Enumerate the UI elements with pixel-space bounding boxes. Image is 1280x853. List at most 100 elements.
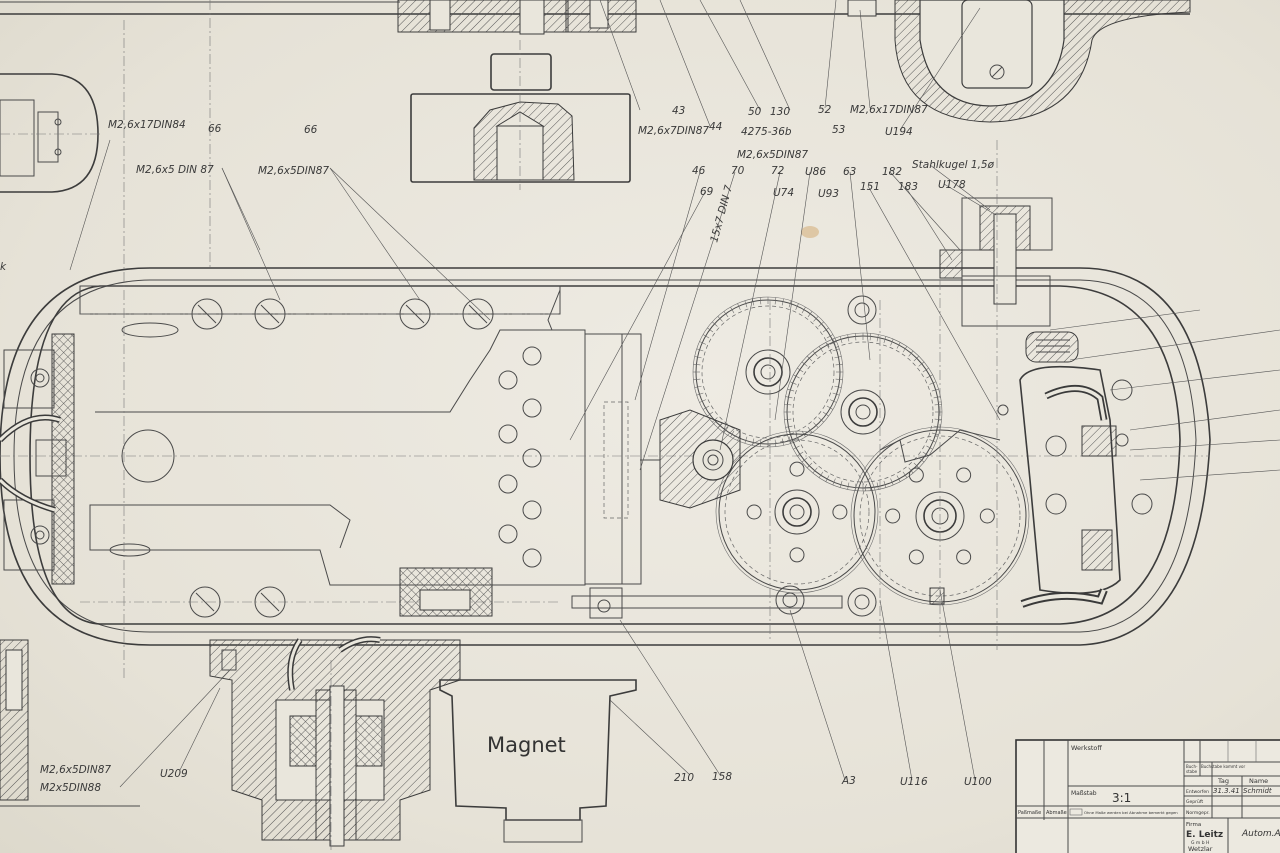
leader-line	[859, 9, 871, 109]
tb-buchstabe-kommt-vor: Buchstabe kommt vor	[1201, 764, 1245, 769]
leader-line	[789, 609, 846, 781]
part-label: 4275-36b	[741, 126, 792, 138]
paper-stain	[801, 226, 819, 238]
leader-line	[879, 599, 913, 781]
left-housing	[0, 73, 100, 193]
gear	[783, 332, 943, 492]
screw-hole	[254, 586, 286, 618]
leader-line	[939, 589, 976, 781]
screw-hole	[399, 298, 431, 330]
part-label: 53	[832, 124, 845, 136]
part-label: 210	[674, 772, 694, 784]
tb-buchstabe: Buch-	[1186, 764, 1198, 769]
screw-hole	[191, 298, 223, 330]
gear	[692, 296, 844, 448]
part-label: 151	[860, 181, 880, 193]
tb-firma: Firma	[1186, 822, 1201, 828]
part-label: Stahlkugel 1,5ø	[912, 159, 995, 171]
part-label: 43	[672, 105, 685, 117]
hole-column	[498, 346, 542, 568]
pawl	[879, 429, 1001, 463]
leader-line	[659, 0, 711, 127]
leader-line	[221, 167, 261, 251]
part-label: 46	[692, 165, 706, 177]
part-label: 50	[748, 106, 762, 118]
tb-abmasse: Abmaße	[1046, 810, 1067, 816]
tb-massstab: 3:1	[1112, 791, 1131, 805]
main-body	[0, 267, 1211, 646]
leader-line	[1129, 409, 1280, 431]
leader-line	[599, 0, 641, 111]
leader-line	[329, 167, 491, 321]
leader-line	[221, 167, 281, 301]
part-label: A3	[841, 775, 856, 787]
leader-line	[739, 0, 791, 111]
part-label: U74	[773, 187, 794, 199]
magnet-label: Magnet	[487, 733, 566, 757]
tb-normgepr: Normgepr.	[1186, 810, 1210, 816]
part-label: M2,6x5DIN87	[258, 165, 329, 177]
hole	[522, 548, 542, 568]
part-label: 63	[843, 166, 856, 178]
part-label: M2,6x17DIN87	[850, 104, 928, 116]
gear	[715, 430, 879, 594]
leader-line	[719, 171, 781, 451]
part-label: 158	[712, 771, 732, 783]
leader-line	[889, 171, 961, 251]
tb-name: Name	[1249, 777, 1268, 785]
part-label: 66	[208, 123, 222, 135]
part-label: M2,6x5DIN87	[40, 764, 111, 776]
leader-line	[849, 171, 871, 361]
tb-tag: Tag	[1217, 777, 1229, 785]
screw-holes	[189, 298, 494, 618]
leader-line	[904, 185, 953, 261]
upper-part	[410, 53, 631, 183]
hole	[498, 370, 518, 390]
tb-werkstoff: Werkstoff	[1071, 744, 1102, 752]
tb-name-written: Schmidt	[1243, 787, 1272, 795]
leader-line	[929, 164, 991, 211]
screw-hole	[189, 586, 221, 618]
leader-line	[1109, 369, 1280, 391]
left-end-cap	[0, 333, 75, 585]
tb-gmbh: G m b H	[1191, 840, 1209, 846]
leader-line	[609, 699, 691, 776]
hole	[498, 474, 518, 494]
leader-line	[569, 191, 706, 441]
part-label: M2,6x7DIN87	[638, 125, 709, 137]
leader-line	[774, 171, 811, 421]
leader-line	[1129, 439, 1280, 451]
bottom-housing	[0, 636, 637, 847]
hole	[522, 500, 542, 520]
leader-line	[179, 687, 221, 771]
leader-line	[69, 139, 111, 271]
part-label: M2x5DIN88	[40, 782, 101, 794]
tb-city: Wetzlar	[1188, 845, 1213, 853]
part-label: 130	[770, 106, 790, 118]
linkage-bar	[571, 585, 945, 619]
part-label: U209	[160, 768, 188, 780]
part-label: M2,6x17DIN84	[108, 119, 186, 131]
leader-line	[699, 0, 761, 111]
idler	[847, 295, 877, 325]
part-label: U93	[818, 188, 839, 200]
part-label: 69	[700, 186, 714, 198]
part-label: U100	[964, 776, 992, 788]
leader-line	[119, 669, 231, 788]
gear-train	[692, 295, 1030, 606]
leader-line	[329, 167, 421, 301]
tb-ohne-masse: Ohne Maße werden bei Abnahme bemerkt geg…	[1084, 810, 1178, 815]
title-block: Werkstoff Buch- stabe Buchstabe kommt vo…	[1015, 739, 1280, 853]
tb-passmasse: Paßmaße	[1018, 810, 1041, 816]
screw-hole	[462, 298, 494, 330]
part-label: U178	[938, 179, 966, 191]
part-label: 66	[304, 124, 318, 136]
leader-line	[1139, 469, 1280, 481]
part-label: M2,6x5DIN87	[737, 149, 808, 161]
part-label: U116	[900, 776, 928, 788]
part-label: 44	[709, 121, 722, 133]
leader-line	[867, 185, 1001, 421]
leader-line	[619, 619, 721, 776]
